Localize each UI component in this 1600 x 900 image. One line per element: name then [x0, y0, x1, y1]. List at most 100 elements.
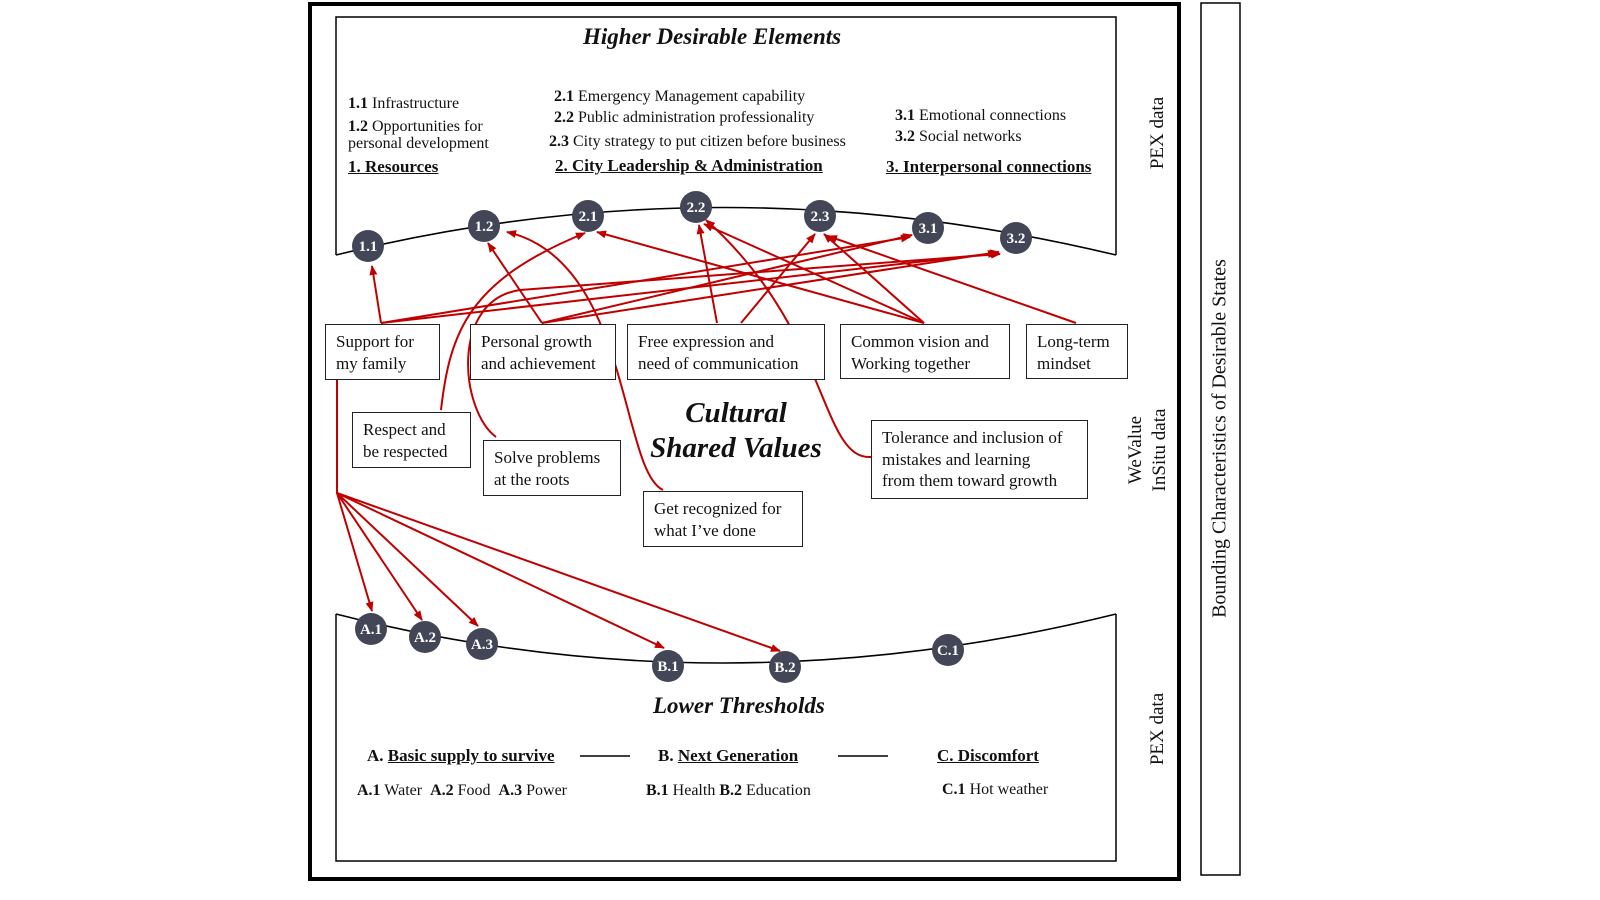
node-circle [680, 191, 712, 223]
link-support-family-to-B-1 [336, 492, 665, 649]
value-line1: Solve problems [494, 448, 601, 467]
node-label: A.1 [360, 622, 382, 638]
item-3-1: 3.1 Emotional connections [895, 106, 1066, 125]
item-2-2: 2.2 Public administration professionalit… [554, 108, 814, 127]
item-text: Emotional connections [919, 107, 1067, 124]
item-code: 3.2 [895, 128, 915, 145]
item-text: City strategy to put citizen before busi… [573, 133, 846, 150]
value-line2: mistakes and learning [882, 449, 1031, 469]
node-C-1[interactable]: C.1 [932, 634, 964, 666]
links-layer [336, 219, 1077, 652]
item-1-2: 1.2 Opportunities for personal developme… [348, 118, 489, 152]
node-label: B.1 [657, 659, 678, 675]
item-code: A.3 [498, 782, 523, 799]
node-circle [804, 200, 836, 232]
value-line1: Personal growth [481, 332, 592, 351]
link-solve-problems-to-3-2 [467, 250, 1001, 438]
item-text: Education [746, 782, 811, 799]
node-label: 1.2 [475, 219, 494, 235]
item-text: Infrastructure [372, 95, 460, 112]
node-circle [468, 210, 500, 242]
category-heading-discomfort: C. Discomfort [937, 746, 1039, 766]
value-line2: need of communication [638, 354, 799, 373]
value-line1: Common vision and [851, 332, 989, 351]
bottom-section-title: Lower Thresholds [653, 693, 825, 718]
node-1-1[interactable]: 1.1 [352, 230, 384, 262]
node-3-2[interactable]: 3.2 [1000, 222, 1032, 254]
middle-title-line1: Cultural [685, 397, 787, 429]
value-line1: Get recognized for [654, 499, 782, 518]
item-code: 1.2 [348, 118, 368, 135]
value-box-personal-growth[interactable]: Personal growth and achievement [470, 324, 616, 380]
node-circle [769, 651, 801, 683]
value-line1: Support for [336, 332, 414, 351]
value-line2: Working together [851, 354, 971, 373]
outer-frame [308, 2, 1181, 881]
bottom-threshold-arc [335, 613, 1117, 664]
value-line1: Tolerance and inclusion of [882, 428, 1063, 447]
value-box-tolerance[interactable]: Tolerance and inclusion of mistakes and … [871, 420, 1088, 499]
node-label: A.2 [414, 630, 436, 646]
value-line2: mindset [1037, 354, 1091, 373]
category-title: Basic supply to survive [387, 746, 555, 765]
category-heading-next-generation: B. Next Generation [658, 746, 798, 766]
middle-side-label-line2: InSitu data [1149, 408, 1170, 492]
item-2-1: 2.1 Emergency Management capability [554, 87, 805, 106]
value-line2: and achievement [481, 354, 596, 373]
category-title: Next Generation [677, 746, 799, 765]
node-3-1[interactable]: 3.1 [912, 212, 944, 244]
node-circle [932, 634, 964, 666]
item-code: 2.3 [549, 133, 569, 150]
node-label: 3.2 [1007, 231, 1026, 247]
item-1-1: 1.1 Infrastructure [348, 94, 459, 113]
node-2-1[interactable]: 2.1 [572, 200, 604, 232]
link-tolerance-to-2-2 [705, 219, 872, 459]
node-circle [912, 212, 944, 244]
item-code: 2.2 [554, 109, 574, 126]
link-personal-growth-to-1-2 [487, 242, 543, 324]
node-1-2[interactable]: 1.2 [468, 210, 500, 242]
category-heading-resources: 1. Resources [348, 157, 439, 176]
value-line1: Long-term [1037, 332, 1110, 351]
item-code: 3.1 [895, 107, 915, 124]
node-label: A.3 [471, 637, 493, 653]
link-support-family-to-B-2 [336, 492, 781, 652]
value-box-long-term[interactable]: Long-term mindset [1026, 324, 1128, 379]
value-line3: from them toward growth [882, 471, 1058, 490]
node-circle [352, 230, 384, 262]
value-box-free-expression[interactable]: Free expression and need of communicatio… [627, 324, 825, 380]
value-box-common-vision[interactable]: Common vision and Working together [840, 324, 1010, 379]
node-circle [572, 200, 604, 232]
node-circle [652, 650, 684, 682]
node-B-1[interactable]: B.1 [652, 650, 684, 682]
item-code: B.2 [719, 782, 742, 799]
value-box-solve-problems[interactable]: Solve problems at the roots [483, 440, 621, 496]
link-common-vision-to-2-1 [596, 230, 925, 324]
item-text: Water [384, 782, 423, 799]
node-A-2[interactable]: A.2 [409, 621, 441, 653]
node-2-2[interactable]: 2.2 [680, 191, 712, 223]
category-heading-leadership: 2. City Leadership & Administration [555, 156, 823, 175]
node-label: 3.1 [919, 221, 938, 237]
value-line1: Free expression and [638, 332, 774, 351]
item-text-line2: personal development [348, 135, 489, 152]
item-code: B.1 [646, 782, 669, 799]
node-A-1[interactable]: A.1 [355, 613, 387, 645]
node-A-3[interactable]: A.3 [466, 628, 498, 660]
value-line2: my family [336, 354, 407, 373]
node-2-3[interactable]: 2.3 [804, 200, 836, 232]
item-text: Opportunities for [372, 118, 483, 135]
value-box-support-family[interactable]: Support for my family [325, 324, 440, 380]
value-box-get-recognized[interactable]: Get recognized for what I’ve done [643, 491, 803, 547]
item-2-3: 2.3 City strategy to put citizen before … [549, 132, 846, 151]
lower-items-next-generation: B.1 Health B.2 Education [646, 782, 811, 800]
node-B-2[interactable]: B.2 [769, 651, 801, 683]
item-text: Public administration professionality [578, 109, 815, 126]
middle-side-label: WeValue InSitu data [1124, 380, 1172, 520]
node-circle [409, 621, 441, 653]
category-heading-interpersonal: 3. Interpersonal connections [886, 157, 1092, 176]
link-free-expression-to-2-3 [740, 233, 816, 324]
value-box-respect[interactable]: Respect and be respected [352, 412, 471, 468]
bottom-side-label: PEX data [1147, 692, 1168, 766]
item-code: A.2 [430, 782, 454, 799]
